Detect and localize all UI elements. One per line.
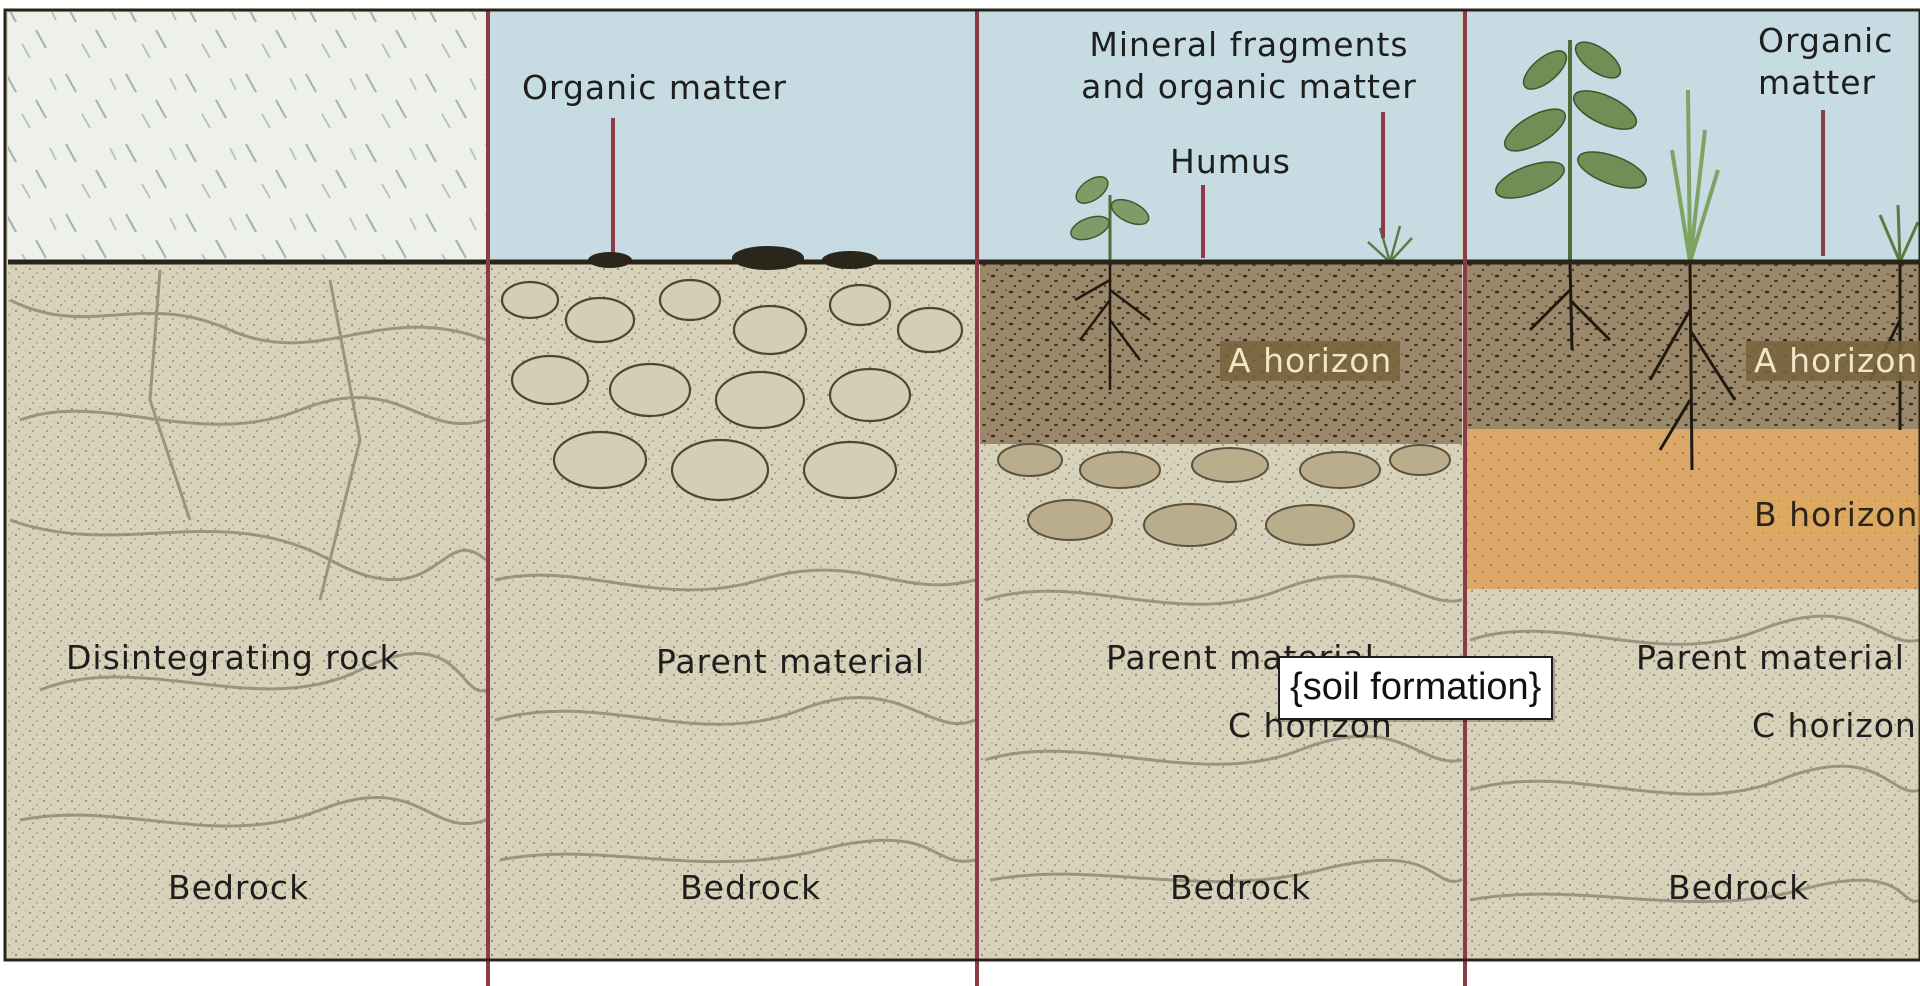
label-b-horizon-4: B horizon (1748, 495, 1920, 535)
label-bedrock-2: Bedrock (680, 868, 821, 908)
label-mineral-fragments: Mineral fragments and organic matter (1081, 24, 1417, 108)
label-disintegrating-rock: Disintegrating rock (66, 638, 400, 678)
label-parent-material-4: Parent material (1636, 638, 1905, 678)
label-bedrock-3: Bedrock (1170, 868, 1311, 908)
label-mineral-fragments-line2: and organic matter (1081, 66, 1417, 108)
label-bedrock-4: Bedrock (1668, 868, 1809, 908)
label-mineral-fragments-line1: Mineral fragments (1081, 24, 1417, 66)
label-organic-line1: Organic (1758, 20, 1893, 62)
label-humus: Humus (1170, 142, 1291, 182)
label-bedrock-1: Bedrock (168, 868, 309, 908)
panel-1-art (8, 12, 486, 958)
label-a-horizon-4: A horizon (1746, 341, 1920, 381)
panel-2-art (490, 12, 975, 958)
label-a-horizon-3: A horizon (1220, 341, 1400, 381)
label-organic-matter-4: Organic matter (1758, 20, 1893, 104)
label-organic-line2: matter (1758, 62, 1893, 104)
panel-4-art (1467, 12, 1920, 958)
soil-formation-tooltip: {soil formation} (1278, 656, 1553, 720)
label-parent-material-2: Parent material (656, 642, 925, 682)
label-c-horizon-4: C horizon (1752, 706, 1917, 746)
label-organic-matter-2: Organic matter (522, 68, 787, 108)
